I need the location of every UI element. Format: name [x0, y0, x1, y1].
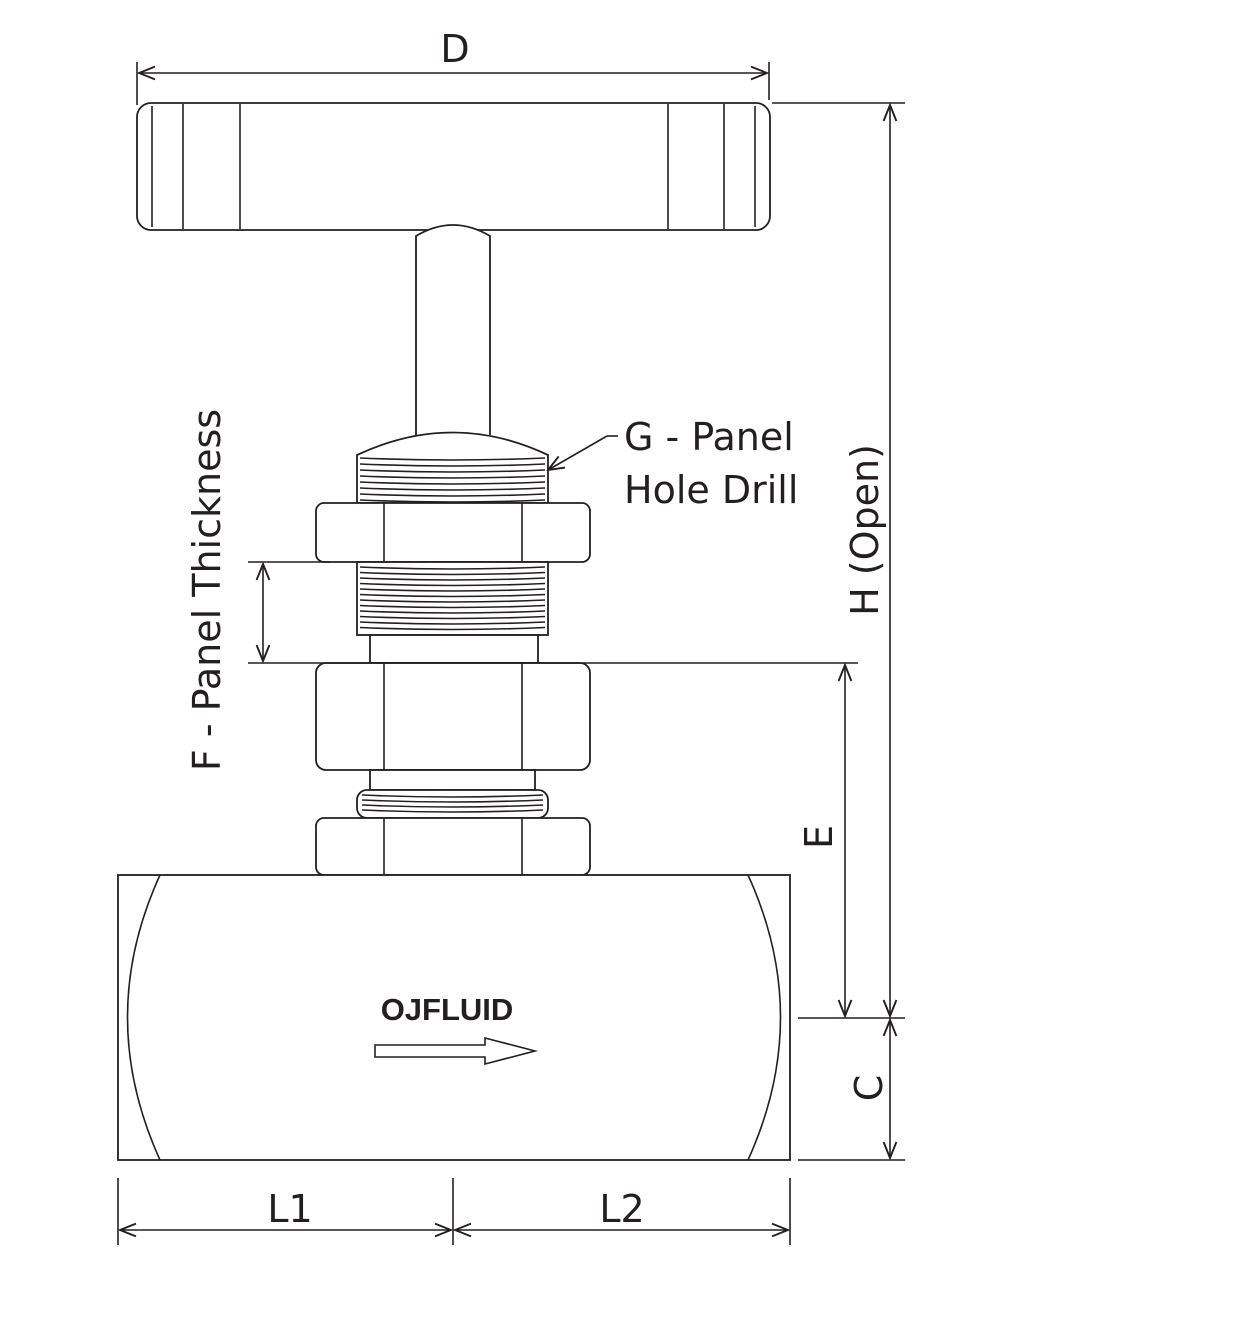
dimension-h: H (Open): [772, 102, 905, 1019]
hex-nut-panel: [315, 662, 591, 771]
thread-line: [359, 599, 546, 603]
hex-nut-lower: [315, 817, 591, 876]
label-c: C: [847, 1075, 891, 1102]
thread-line: [359, 457, 546, 461]
thread-line: [359, 604, 546, 609]
thread-line: [359, 499, 546, 503]
thread-line: [361, 799, 544, 803]
thread-line: [361, 809, 544, 813]
thread-line: [361, 804, 544, 808]
thread-line: [359, 621, 546, 625]
label-h: H (Open): [843, 444, 887, 616]
thread-line: [359, 493, 546, 497]
label-l1: L1: [267, 1187, 312, 1231]
hex-nut-upper: [315, 502, 591, 563]
label-d: D: [440, 27, 469, 71]
bonnet-thread: [356, 431, 549, 504]
brand-label: OJFLUID: [381, 992, 514, 1027]
thread-line: [359, 469, 546, 473]
lower-neck: [356, 769, 549, 819]
thread-line: [359, 475, 546, 479]
leader-g: G - Panel Hole Drill: [548, 415, 798, 512]
panel-thread: [356, 561, 549, 664]
label-g-line1: G - Panel: [624, 415, 794, 459]
dimension-l: L1 L2: [117, 1178, 791, 1245]
thread-line: [359, 463, 546, 467]
thread-line: [361, 794, 544, 798]
stem: [415, 224, 491, 435]
thread-line: [359, 481, 546, 485]
thread-line: [359, 588, 546, 592]
label-g-line2: Hole Drill: [624, 468, 798, 512]
label-e: E: [797, 825, 841, 849]
thread-line: [359, 615, 546, 620]
thread-line: [359, 626, 546, 631]
thread-line: [359, 566, 546, 570]
dimension-e: E: [797, 665, 845, 1016]
thread-line: [359, 593, 546, 598]
dimension-c: C: [798, 1020, 905, 1161]
label-f: F - Panel Thickness: [185, 409, 229, 771]
dimension-d: D: [136, 27, 770, 105]
thread-line: [359, 610, 546, 614]
thread-line: [359, 571, 546, 576]
dimension-f: F - Panel Thickness: [185, 409, 858, 771]
thread-line: [359, 577, 546, 581]
flow-arrow-icon: [374, 1036, 539, 1066]
valve-body: OJFLUID: [117, 874, 791, 1161]
thread-line: [359, 582, 546, 587]
label-l2: L2: [599, 1187, 644, 1231]
thread-line: [359, 487, 546, 491]
t-handle: [136, 102, 771, 231]
